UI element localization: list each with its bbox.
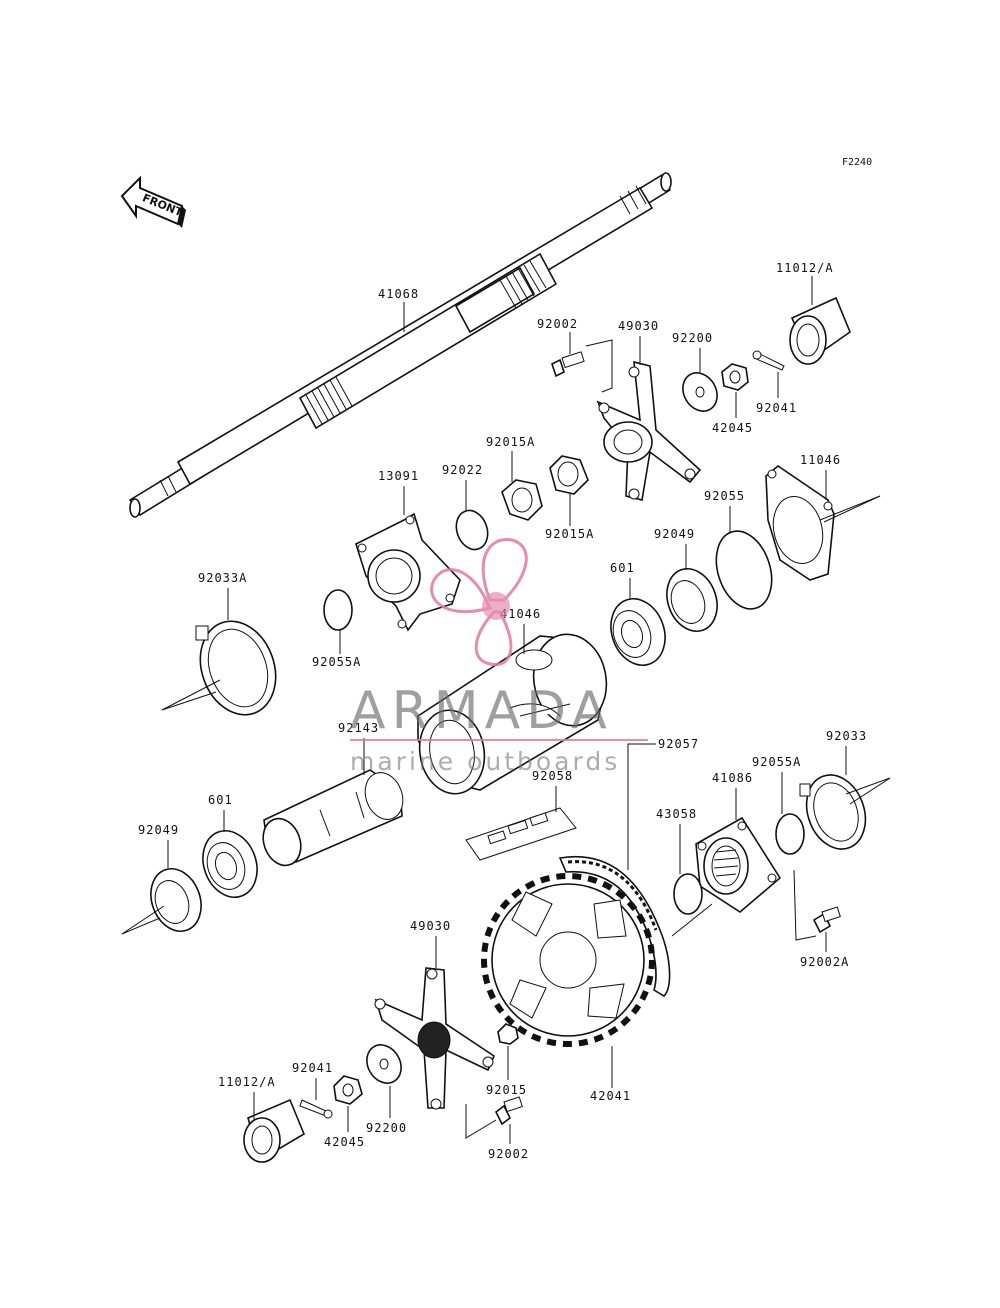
label-41068: 41068 (378, 287, 419, 301)
watermark-brand: ARMADA (350, 681, 613, 741)
label-13091: 13091 (378, 469, 419, 483)
label-41046: 41046 (500, 607, 541, 621)
bearing-601-top (610, 598, 666, 666)
label-92200-bottom: 92200 (366, 1121, 407, 1135)
hub-cap-bottom (243, 1098, 306, 1163)
label-92041-bottom: 92041 (292, 1061, 333, 1075)
label-11046: 11046 (800, 453, 841, 467)
axle-shaft (128, 172, 672, 518)
label-92002-bottom: 92002 (488, 1147, 529, 1161)
washer-top (682, 372, 718, 412)
spider-hub-top (596, 360, 702, 501)
hub-cap-top (789, 296, 851, 365)
label-92015a-a: 92015A (486, 435, 535, 449)
label-92143: 92143 (338, 721, 379, 735)
label-42045-bottom: 42045 (324, 1135, 365, 1149)
oil-seal-bottom (121, 868, 202, 935)
label-92041-top: 92041 (756, 401, 797, 415)
label-42041: 42041 (590, 1089, 631, 1103)
label-92055a-right: 92055A (752, 755, 801, 769)
label-11012a-top: 11012/A (776, 261, 834, 275)
lock-nut-b (549, 455, 589, 495)
label-92055a-left: 92055A (312, 655, 361, 669)
label-92200-top: 92200 (672, 331, 713, 345)
label-49030-top: 49030 (618, 319, 659, 333)
label-92049-top: 92049 (654, 527, 695, 541)
spider-hub-bottom (374, 967, 495, 1110)
bolt-bottom (494, 1096, 523, 1126)
label-43058: 43058 (656, 807, 697, 821)
label-92033a: 92033A (198, 571, 247, 585)
axle-housing (417, 633, 608, 795)
o-ring-92022 (455, 509, 489, 551)
figure-code: F2240 (842, 157, 872, 168)
label-92057: 92057 (658, 737, 699, 751)
front-arrow-icon: FRONT (120, 175, 186, 228)
watermark-logo: ARMADA marine outboards (350, 538, 648, 776)
nut-92015 (497, 1023, 519, 1045)
label-92002-top: 92002 (537, 317, 578, 331)
o-ring-92055a-left (323, 589, 353, 631)
caliper-bracket (765, 464, 881, 581)
circlip-92033 (799, 774, 891, 850)
label-92015a-b: 92015A (545, 527, 594, 541)
label-42045-top: 42045 (712, 421, 753, 435)
cotter-pin-bottom (299, 1099, 333, 1119)
label-601-top: 601 (610, 561, 635, 575)
lock-nut-a (501, 479, 543, 521)
o-ring-92055 (715, 530, 773, 610)
propeller-icon (430, 538, 528, 667)
label-92049-bottom: 92049 (138, 823, 179, 837)
o-ring-43058 (673, 873, 703, 915)
castle-nut-bottom (333, 1075, 363, 1105)
drive-chain (558, 856, 671, 998)
label-92002a: 92002A (800, 955, 849, 969)
master-link-kit (465, 807, 577, 861)
cotter-pin-top (752, 350, 785, 371)
bearing-601-bottom (202, 830, 258, 898)
label-11012a-bottom: 11012/A (218, 1075, 276, 1089)
label-92055: 92055 (704, 489, 745, 503)
oil-seal-top (666, 568, 718, 632)
circlip-92033a (161, 620, 277, 716)
bolt-top (551, 351, 585, 378)
washer-bottom (366, 1044, 402, 1084)
label-92033: 92033 (826, 729, 867, 743)
o-ring-92055a-right (775, 813, 805, 855)
label-41086: 41086 (712, 771, 753, 785)
label-92022: 92022 (442, 463, 483, 477)
label-601-bottom: 601 (208, 793, 233, 807)
label-92058: 92058 (532, 769, 573, 783)
rear-sprocket (481, 873, 655, 1047)
watermark-tagline: marine outboards (350, 747, 620, 776)
axle-sleeve (262, 769, 404, 867)
sprocket-hub-41086 (671, 816, 782, 937)
castle-nut-top (721, 363, 749, 391)
label-92015: 92015 (486, 1083, 527, 1097)
bolt-92002a (812, 906, 841, 934)
label-49030-bottom: 49030 (410, 919, 451, 933)
